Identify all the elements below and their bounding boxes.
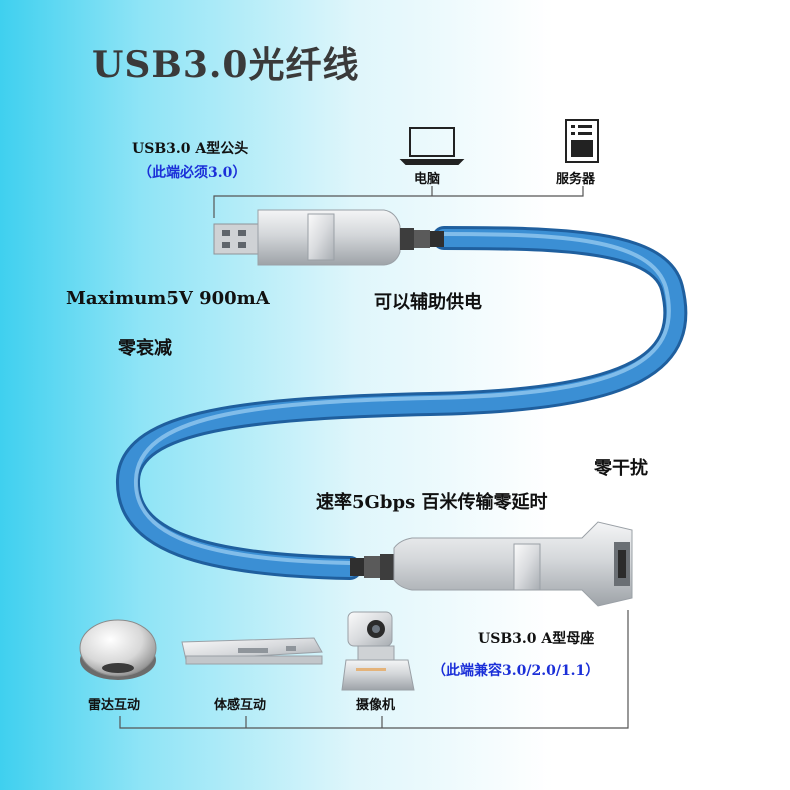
host-label-laptop: 电脑 [414,172,441,187]
device-label-radar: 雷达互动 [88,698,141,713]
no-interference-label: 零干扰 [594,458,648,479]
female-connector-note: （此端兼容3.0/2.0/1.1） [432,663,600,679]
camera-icon [341,611,415,691]
power-note: 可以辅助供电 [374,292,482,313]
device-label-camera: 摄像机 [356,698,396,713]
leader-lines [119,186,629,729]
power-spec: Maximum5V 900mA [66,288,270,309]
motion-sensor-icon [181,637,323,665]
device-label-motion: 体感互动 [214,698,267,713]
speed-label: 速率5Gbps 百米传输零延时 [316,492,548,513]
fiber-cable [116,226,688,580]
no-loss-label: 零衰减 [118,338,172,359]
female-connector-label: USB3.0 A型母座 [478,631,595,647]
male-connector-label: USB3.0 A型公头 [132,141,249,157]
radar-sensor-icon [79,619,157,680]
usb-male-connector [213,209,444,266]
usb-female-connector [350,521,633,607]
host-label-server: 服务器 [556,172,596,187]
laptop-icon [399,127,465,165]
server-icon [565,119,599,163]
male-connector-note: （此端必须3.0） [138,165,247,181]
page-title: USB3.0光纤线 [92,44,360,86]
